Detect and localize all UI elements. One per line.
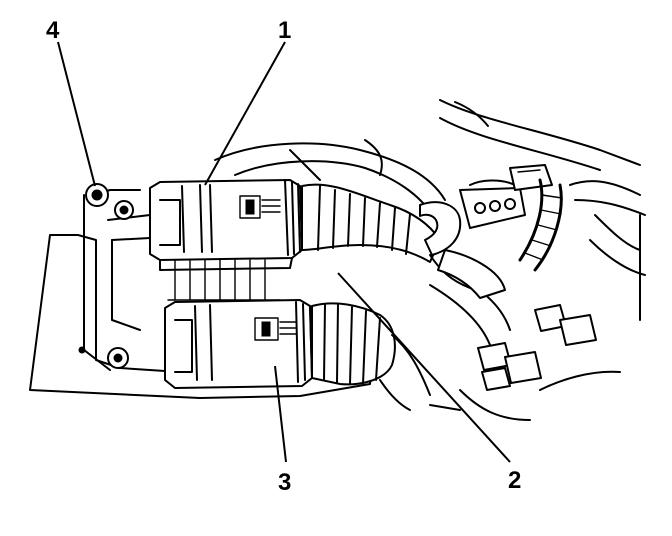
leader-line-3 bbox=[274, 365, 287, 463]
callout-label-1: 1 bbox=[278, 17, 291, 44]
leader-line-2 bbox=[337, 272, 511, 463]
callout-labels: 1 2 3 4 bbox=[46, 17, 521, 496]
leader-line-1 bbox=[204, 41, 286, 186]
callout-label-2: 2 bbox=[508, 467, 521, 494]
fastener-nuts bbox=[85, 183, 134, 369]
callout-label-4: 4 bbox=[46, 17, 60, 44]
upper-harness-boot bbox=[301, 183, 506, 299]
lower-harness-boot bbox=[311, 302, 431, 411]
leader-line-4 bbox=[57, 41, 96, 187]
background-engine-hoses bbox=[214, 99, 646, 421]
upper-connector-module bbox=[149, 179, 303, 301]
callout-label-3: 3 bbox=[278, 469, 291, 496]
lower-connector-module bbox=[164, 299, 313, 389]
leader-lines bbox=[57, 41, 511, 463]
